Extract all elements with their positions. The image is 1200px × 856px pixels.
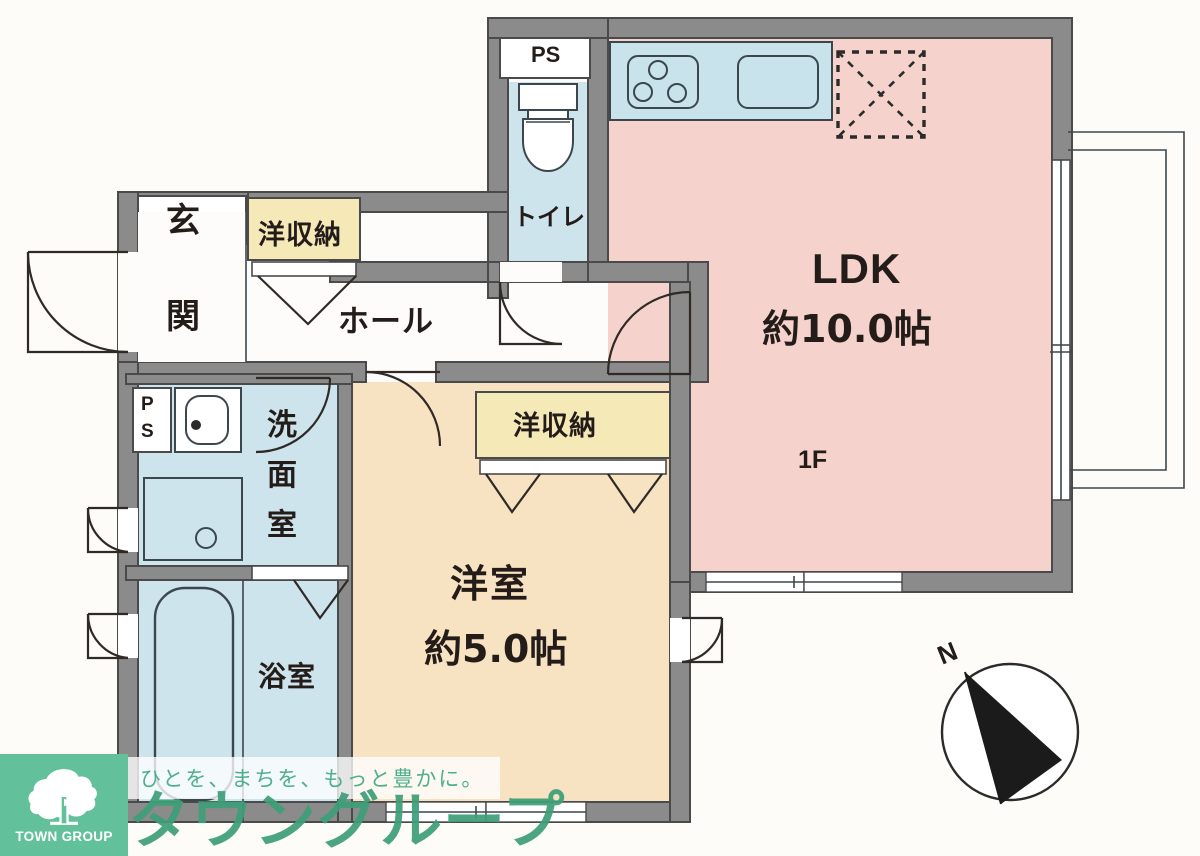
compass-rose (940, 662, 1080, 805)
door-hall-to-ldk (606, 290, 692, 376)
label-washroom-line1: 洗 (267, 408, 297, 443)
watermark-tagline: ひとを、まちを、もっと豊かに。 (140, 767, 485, 791)
window-left-upper (86, 506, 138, 554)
label-ldk-name: LDK (812, 245, 902, 292)
label-closet-bedroom: 洋収納 (513, 411, 597, 442)
label-bedroom-area: 約5.0帖 (424, 627, 568, 671)
ps-shaft-top (499, 37, 591, 79)
closet-bedroom (475, 391, 671, 514)
door-hall-to-bedroom (365, 370, 442, 447)
label-ldk-area: 約10.0帖 (762, 307, 932, 351)
label-entrance-line1: 玄 (166, 201, 200, 241)
closet-hall (247, 197, 361, 326)
logo-caption: TOWN GROUP (15, 829, 113, 844)
town-group-logo: TOWN GROUP (0, 754, 128, 856)
label-washroom-line3: 室 (267, 508, 297, 543)
window-left-lower (86, 612, 138, 660)
washer-space (836, 50, 926, 139)
balcony (1050, 131, 1185, 501)
label-ps-shaft-top: PS (531, 42, 561, 67)
window-bedroom-south (385, 801, 587, 823)
label-closet-hall: 洋収納 (258, 220, 342, 251)
label-ps-shaft-left-2: S (141, 421, 154, 442)
entrance-detail (26, 195, 247, 362)
label-hall: ホール (338, 304, 434, 340)
label-toilet: トイレ (513, 203, 585, 231)
window-ldk-south (705, 571, 903, 593)
label-floor: 1F (798, 446, 828, 474)
label-bath: 浴室 (258, 660, 317, 693)
watermark-tagline-band: ひとを、まちを、もっと豊かに。 (128, 757, 500, 799)
label-washroom-line2: 面 (267, 458, 297, 493)
label-ps-shaft-left-1: P (141, 394, 154, 415)
kitchen-counter (609, 41, 833, 121)
toilet-fixture (498, 83, 578, 346)
bath-fixtures (153, 565, 349, 822)
label-bedroom-name: 洋室 (450, 562, 531, 606)
washroom-fixtures (132, 376, 332, 561)
tree-icon (28, 769, 97, 825)
watermark-wordmark: タウングループ (128, 784, 566, 856)
label-entrance-line2: 関 (166, 297, 200, 337)
window-bedroom-east (670, 616, 724, 664)
